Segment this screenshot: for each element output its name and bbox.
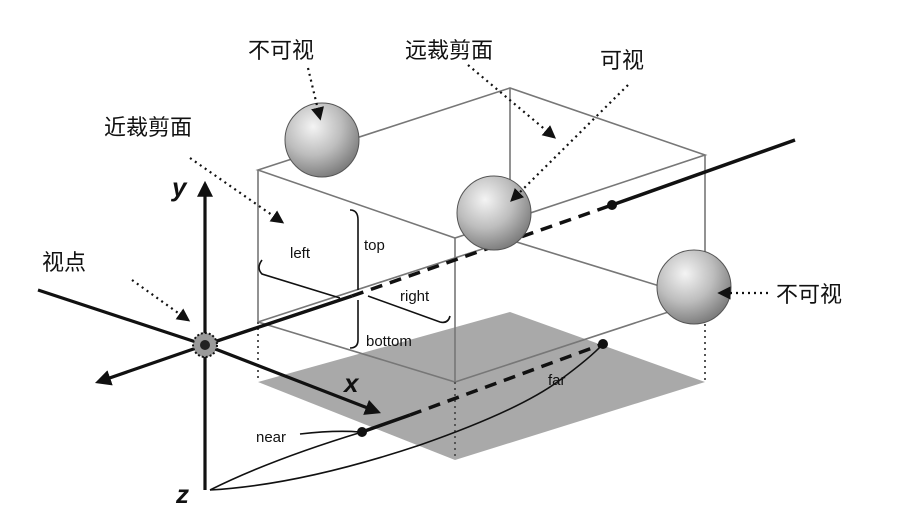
label-axis-z: z xyxy=(175,479,189,509)
far-ray-point xyxy=(607,200,617,210)
near-plane-extents xyxy=(258,209,451,349)
label-axis-x: x xyxy=(342,368,360,398)
negx-axis-line xyxy=(94,343,206,386)
sphere-invisible-right xyxy=(656,249,732,325)
near-far-measure xyxy=(209,339,608,491)
label-visible: 可视 xyxy=(600,49,644,74)
label-far: far xyxy=(548,372,566,389)
floor-projection xyxy=(258,312,705,460)
pointer-arrows xyxy=(131,64,768,322)
view-ray xyxy=(204,138,796,347)
label-top: top xyxy=(364,237,385,254)
label-invisible-right: 不可视 xyxy=(776,283,842,308)
x-axis-line xyxy=(204,343,381,415)
label-axis-y: y xyxy=(170,172,188,202)
label-bottom: bottom xyxy=(366,333,412,350)
sphere-visible xyxy=(456,175,532,251)
label-near: near xyxy=(256,429,286,446)
label-left: left xyxy=(290,245,311,262)
label-far-plane: 远裁剪面 xyxy=(405,39,493,64)
negz-axis-line xyxy=(37,288,206,347)
eye-icon xyxy=(192,332,218,358)
label-viewpoint: 视点 xyxy=(42,251,86,276)
label-right: right xyxy=(400,288,430,305)
label-near-plane: 近裁剪面 xyxy=(104,116,192,141)
sphere-invisible-top xyxy=(284,102,360,178)
label-invisible-top: 不可视 xyxy=(248,39,314,64)
